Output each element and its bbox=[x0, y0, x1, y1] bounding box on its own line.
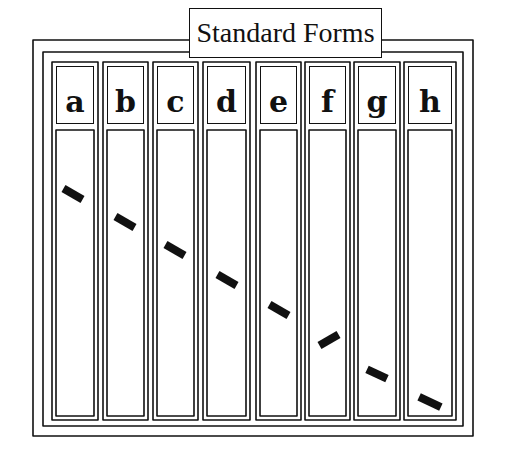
binder-label: g bbox=[358, 66, 396, 124]
cabinet-inner-frame bbox=[43, 52, 463, 426]
binder-tabs bbox=[61, 185, 442, 411]
cabinet-frame bbox=[33, 40, 473, 436]
binder-letter: e bbox=[269, 87, 288, 117]
binder-spines bbox=[52, 62, 456, 420]
binder-letter: a bbox=[65, 87, 84, 117]
binder-label: b bbox=[107, 66, 144, 124]
binder-label: c bbox=[157, 66, 194, 124]
binder-letter: f bbox=[321, 87, 334, 117]
binder-label: h bbox=[408, 66, 452, 124]
binder-letter: g bbox=[367, 87, 388, 117]
binder-letter: b bbox=[115, 87, 136, 117]
binder-label: d bbox=[207, 66, 246, 124]
sign-box: Standard Forms bbox=[189, 8, 382, 58]
sign-title: Standard Forms bbox=[196, 19, 374, 47]
binder-label: a bbox=[56, 66, 94, 124]
binder-letter: c bbox=[166, 87, 184, 117]
binder-letter: d bbox=[216, 87, 237, 117]
binder-label: f bbox=[309, 66, 346, 124]
binder-letter: h bbox=[419, 87, 441, 117]
binder-label: e bbox=[260, 66, 297, 124]
